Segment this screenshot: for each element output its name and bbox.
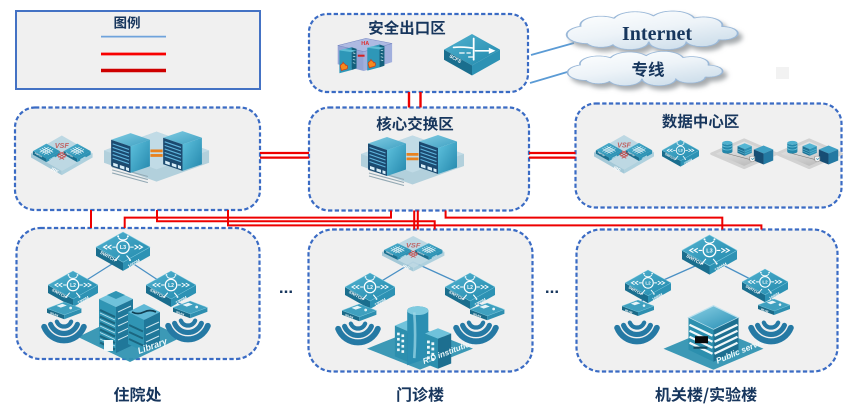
svg-text:...: ...	[545, 278, 559, 297]
svg-text:...: ...	[279, 278, 293, 297]
svg-text:Internet: Internet	[622, 23, 692, 45]
